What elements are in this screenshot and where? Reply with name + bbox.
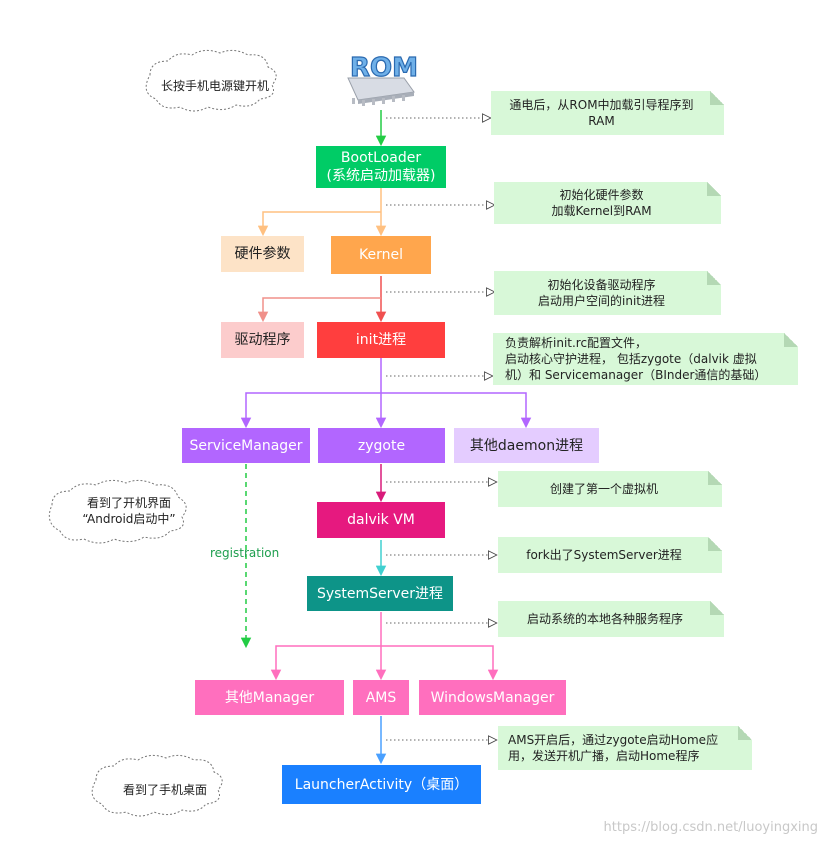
edge-kernel-split	[257, 276, 387, 323]
note-fold-icon	[710, 601, 724, 615]
kernel-node: Kernel	[331, 236, 431, 274]
hardware-params-node: 硬件参数	[221, 236, 304, 272]
cloud-boot-screen-text: 看到了开机界面 “Android启动中”	[54, 495, 204, 527]
edge-init-split	[240, 358, 532, 429]
note-dalvik: fork出了SystemServer进程	[498, 537, 722, 573]
note-bootloader-line1: 初始化硬件参数	[559, 188, 644, 202]
zygote-node: zygote	[318, 428, 445, 463]
note-init: 负责解析init.rc配置文件， 启动核心守护进程， 包括zygote（dalv…	[493, 333, 798, 385]
cloud-power-on-text: 长按手机电源键开机	[160, 79, 269, 93]
note-kernel-line2: 启动用户空间的init进程	[538, 294, 665, 308]
drivers-node: 驱动程序	[221, 322, 304, 358]
ams-node: AMS	[353, 680, 409, 715]
registration-label: registration	[210, 546, 280, 560]
cloud-boot-screen	[48, 479, 187, 544]
note-fold-icon	[738, 726, 752, 740]
note-init-line2: 启动核心守护进程， 包括zygote（dalvik 虚拟	[505, 352, 757, 366]
edge-systemserver-split	[270, 612, 499, 681]
cloud-power-on	[145, 49, 277, 112]
note-ams-line1: AMS开启后，通过zygote启动Home应	[508, 733, 719, 747]
note-ams: AMS开启后，通过zygote启动Home应 用，发送开机广播，启动Home程序	[498, 726, 752, 770]
note-ams-line2: 用，发送开机广播，启动Home程序	[508, 749, 700, 763]
note-power-on: 通电后，从ROM中加载引导程序到 RAM	[491, 91, 724, 135]
note-bootloader-line2: 加载Kernel到RAM	[551, 204, 652, 218]
note-system-server: 启动系统的本地各种服务程序	[498, 601, 724, 637]
note-fold-icon	[708, 471, 722, 485]
bootloader-title: BootLoader	[340, 150, 422, 166]
other-manager-node: 其他Manager	[195, 680, 344, 715]
note-fold-icon	[784, 333, 798, 347]
note-fold-icon	[710, 91, 724, 105]
note-kernel-line1: 初始化设备驱动程序	[547, 278, 656, 292]
note-zygote: 创建了第一个虚拟机	[498, 471, 722, 507]
dalvik-vm-node: dalvik VM	[317, 502, 445, 538]
note-fold-icon	[708, 537, 722, 551]
rom-chip-icon: ROM	[342, 48, 419, 106]
system-server-node: SystemServer进程	[307, 576, 453, 611]
bootloader-node: BootLoader (系统启动加载器)	[316, 146, 446, 188]
note-init-line1: 负责解析init.rc配置文件，	[505, 336, 648, 350]
bootloader-subtitle: (系统启动加载器)	[326, 168, 436, 184]
note-fold-icon	[707, 271, 721, 285]
windows-manager-node: WindowsManager	[419, 680, 566, 715]
cloud-desktop	[91, 754, 223, 817]
cloud-boot-screen-line1: 看到了开机界面	[86, 496, 171, 510]
note-fold-icon	[707, 182, 721, 196]
note-kernel: 初始化设备驱动程序 启动用户空间的init进程	[494, 271, 721, 315]
rom-label: ROM	[350, 53, 418, 83]
cloud-desktop-text: 看到了手机桌面	[122, 783, 207, 797]
cloud-boot-screen-line2: “Android启动中”	[82, 512, 176, 526]
edge-bootloader-split	[257, 188, 387, 237]
other-daemon-node: 其他daemon进程	[454, 428, 599, 463]
launcher-activity-node: LauncherActivity（桌面）	[282, 765, 481, 804]
watermark: https://blog.csdn.net/luoyingxing	[603, 820, 818, 835]
service-manager-node: ServiceManager	[182, 428, 310, 463]
note-init-line3: 机）和 Servicemanager（BInder通信的基础）	[505, 368, 767, 382]
note-connectors	[386, 118, 496, 740]
init-node: init进程	[317, 322, 445, 358]
note-power-on-line1: 通电后，从ROM中加载引导程序到	[509, 98, 694, 112]
note-bootloader: 初始化硬件参数 加载Kernel到RAM	[494, 182, 721, 224]
note-power-on-line2: RAM	[588, 114, 615, 128]
